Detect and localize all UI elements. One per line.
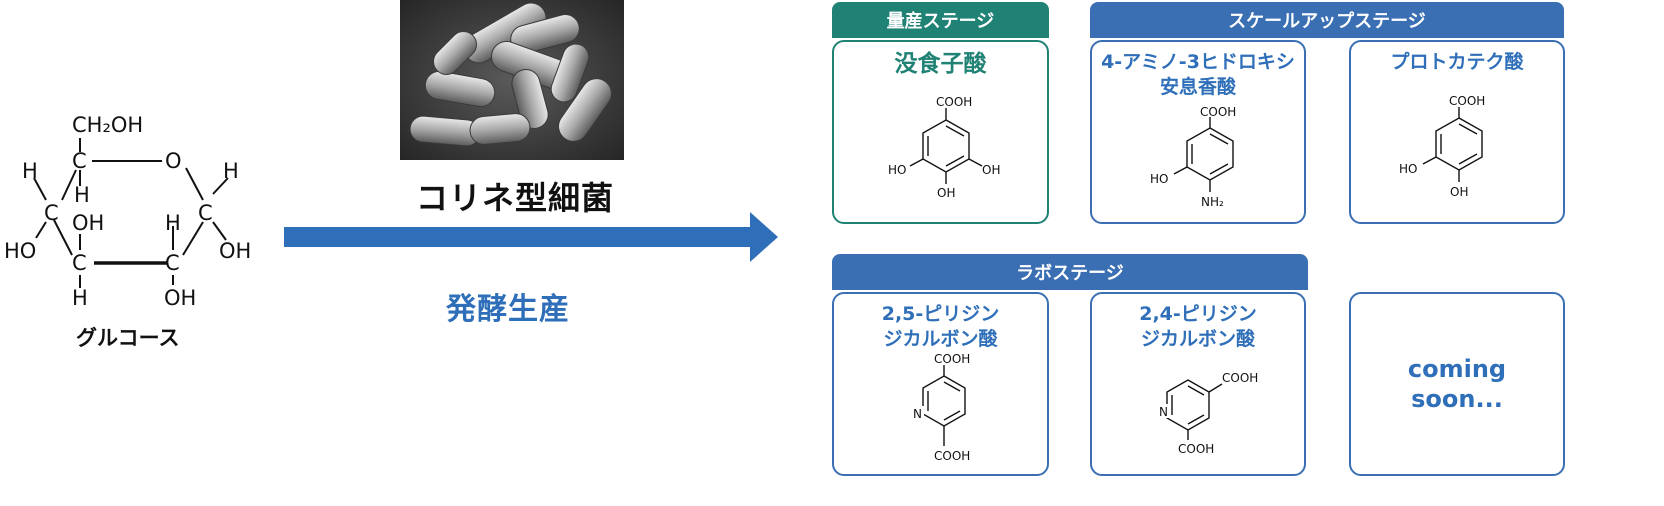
compound-name-line: 2,4-ピリジン xyxy=(1139,303,1257,325)
glucose-atom-c: C xyxy=(165,251,180,275)
glucose-atom-h: H xyxy=(74,183,90,207)
compound-name: 2,4-ピリジン ジカルボン酸 xyxy=(1092,302,1304,352)
process-arrow xyxy=(284,212,778,262)
protocatechuic-acid-structure: COOH HO OH xyxy=(1399,94,1485,199)
compound-name: プロトカテク酸 xyxy=(1390,51,1524,73)
amino-hydroxybenzoic-acid-structure: COOH HO NH₂ xyxy=(1150,106,1236,209)
pyridine-2-5-dicarboxylic-acid-structure: COOH N COOH xyxy=(912,352,970,463)
glucose-atom-ch2oh: CH₂OH xyxy=(72,113,143,137)
substituent: COOH xyxy=(934,352,970,366)
substituent: OH xyxy=(937,186,955,200)
substituent: HO xyxy=(1399,162,1417,176)
pyridine-nitrogen: N xyxy=(913,407,922,421)
substituent: COOH xyxy=(1178,442,1214,456)
stage-header-scaleup: スケールアップステージ xyxy=(1090,2,1564,38)
glucose-atom-h: H xyxy=(22,159,38,183)
glucose-atom-ho: HO xyxy=(4,239,36,263)
glucose-atom-oh: OH xyxy=(164,286,196,310)
compound-name-line: ジカルボン酸 xyxy=(883,328,998,350)
compound-card-2-4-pyridinedicarboxylic-acid: 2,4-ピリジン ジカルボン酸 COOH N COOH xyxy=(1090,292,1306,476)
glucose-atom-c: C xyxy=(72,149,87,173)
glucose-atom-c: C xyxy=(198,201,213,225)
compound-name-line: 安息香酸 xyxy=(1159,76,1236,98)
substituent: HO xyxy=(888,163,906,177)
compound-card-amino-hydroxybenzoic-acid: 4-アミノ-3ヒドロキシ 安息香酸 COOH HO NH₂ xyxy=(1090,40,1306,224)
substituent: NH₂ xyxy=(1201,195,1224,209)
substituent: COOH xyxy=(1222,371,1258,385)
glucose-atom-h: H xyxy=(72,286,88,310)
compound-card-protocatechuic-acid: プロトカテク酸 COOH HO OH xyxy=(1349,40,1565,224)
compound-name: 2,5-ピリジン ジカルボン酸 xyxy=(834,302,1047,352)
bacterium-label: コリネ型細菌 xyxy=(416,179,615,217)
substituent: OH xyxy=(1450,185,1468,199)
glucose-atom-oh: OH xyxy=(219,239,251,263)
compound-name-line: ジカルボン酸 xyxy=(1140,328,1255,350)
substituent: COOH xyxy=(1449,94,1485,108)
glucose-structure: CH₂OH C O H H H C C OH H HO OH C C H OH xyxy=(4,113,251,310)
substituent: COOH xyxy=(1200,106,1236,119)
stage-header-mass: 量産ステージ xyxy=(832,2,1049,38)
compound-name-line: 2,5-ピリジン xyxy=(881,303,1000,325)
process-label: 発酵生産 xyxy=(446,292,570,327)
pyridine-nitrogen: N xyxy=(1159,405,1168,419)
coming-soon-card: coming soon... xyxy=(1349,292,1565,476)
glucose-label: グルコース xyxy=(76,326,180,350)
substituent: COOH xyxy=(934,449,970,463)
glucose-atom-h: H xyxy=(165,211,181,235)
stage-header-lab: ラボステージ xyxy=(832,254,1308,290)
compound-card-gallic-acid: 没食子酸 COOH HO OH OH xyxy=(832,40,1049,224)
pyridine-2-4-dicarboxylic-acid-structure: COOH N COOH xyxy=(1158,371,1258,456)
coming-soon-line: soon... xyxy=(1411,385,1503,413)
gallic-acid-structure: COOH HO OH OH xyxy=(888,95,1000,200)
bacteria-micrograph xyxy=(400,0,624,160)
glucose-atom-o: O xyxy=(165,149,182,173)
compound-name: 4-アミノ-3ヒドロキシ 安息香酸 xyxy=(1092,50,1304,100)
substituent: COOH xyxy=(936,95,972,109)
glucose-atom-c: C xyxy=(72,251,87,275)
coming-soon-line: coming xyxy=(1407,355,1507,383)
glucose-atom-c: C xyxy=(44,201,59,225)
coming-soon-text: coming soon... xyxy=(1351,354,1563,414)
substituent: OH xyxy=(982,163,1000,177)
compound-name-line: 4-アミノ-3ヒドロキシ xyxy=(1101,51,1295,73)
glucose-atom-oh: OH xyxy=(72,211,104,235)
compound-name: 没食子酸 xyxy=(894,51,987,77)
glucose-atom-h: H xyxy=(223,159,239,183)
compound-card-2-5-pyridinedicarboxylic-acid: 2,5-ピリジン ジカルボン酸 COOH N COOH xyxy=(832,292,1049,476)
substituent: HO xyxy=(1150,172,1168,186)
